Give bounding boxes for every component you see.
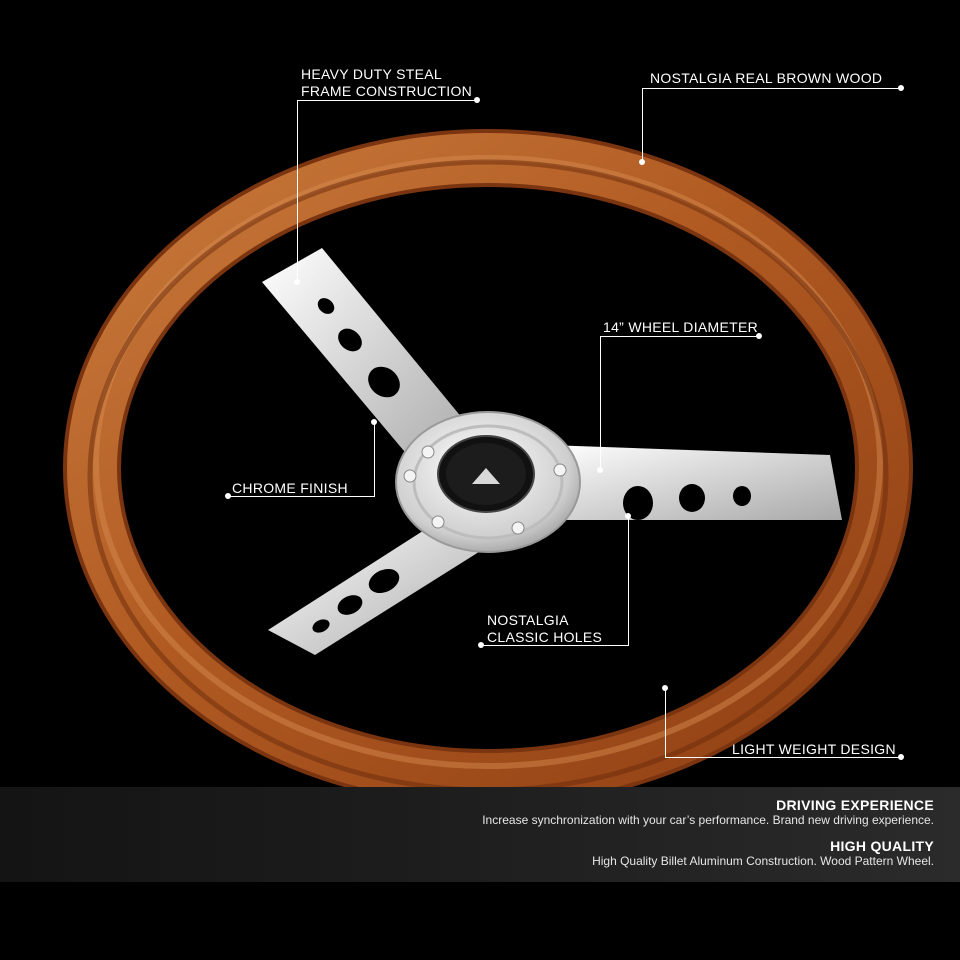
callout-line: [228, 496, 375, 497]
callout-dot: [898, 754, 904, 760]
callout-frame-line1: HEAVY DUTY STEAL: [301, 66, 442, 82]
callout-frame-line2: FRAME CONSTRUCTION: [301, 83, 473, 99]
callout-dot: [898, 85, 904, 91]
callout-holes-line2: CLASSIC HOLES: [487, 629, 603, 645]
callout-frame-construction: HEAVY DUTY STEAL FRAME CONSTRUCTION: [301, 66, 472, 100]
callout-dot: [225, 493, 231, 499]
feature-title: HIGH QUALITY: [830, 838, 934, 854]
callout-weight: LIGHT WEIGHT DESIGN: [732, 741, 896, 757]
callout-dot: [625, 513, 631, 519]
callout-holes: NOSTALGIA CLASSIC HOLES: [487, 612, 602, 646]
feature-title: DRIVING EXPERIENCE: [776, 797, 934, 813]
callout-dot: [371, 419, 377, 425]
callout-dot: [474, 97, 480, 103]
callout-dot: [662, 685, 668, 691]
callout-chrome: CHROME FINISH: [232, 480, 348, 496]
callout-line: [600, 336, 760, 337]
callout-diameter: 14” WHEEL DIAMETER: [603, 319, 759, 335]
callout-dot: [294, 279, 300, 285]
callout-dot: [478, 642, 484, 648]
callout-line: [297, 100, 477, 101]
callout-dot: [639, 159, 645, 165]
callout-line: [297, 100, 298, 282]
callout-line: [374, 422, 375, 497]
callout-line: [481, 645, 629, 646]
callout-line: [665, 757, 902, 758]
feature-text: Increase synchronization with your car’s…: [482, 813, 934, 827]
callout-line: [600, 336, 601, 470]
feature-text: High Quality Billet Aluminum Constructio…: [592, 854, 934, 868]
callout-holes-line1: NOSTALGIA: [487, 612, 569, 628]
callout-line: [642, 88, 902, 89]
callout-dot: [756, 333, 762, 339]
callout-line: [665, 688, 666, 758]
callout-line: [628, 516, 629, 646]
callout-line: [642, 88, 643, 162]
classic-holes: [312, 298, 751, 633]
callout-dot: [597, 467, 603, 473]
horn-icon[interactable]: [446, 443, 526, 505]
callout-wood: NOSTALGIA REAL BROWN WOOD: [650, 70, 883, 86]
feature-band: DRIVING EXPERIENCE Increase synchronizat…: [0, 787, 960, 882]
